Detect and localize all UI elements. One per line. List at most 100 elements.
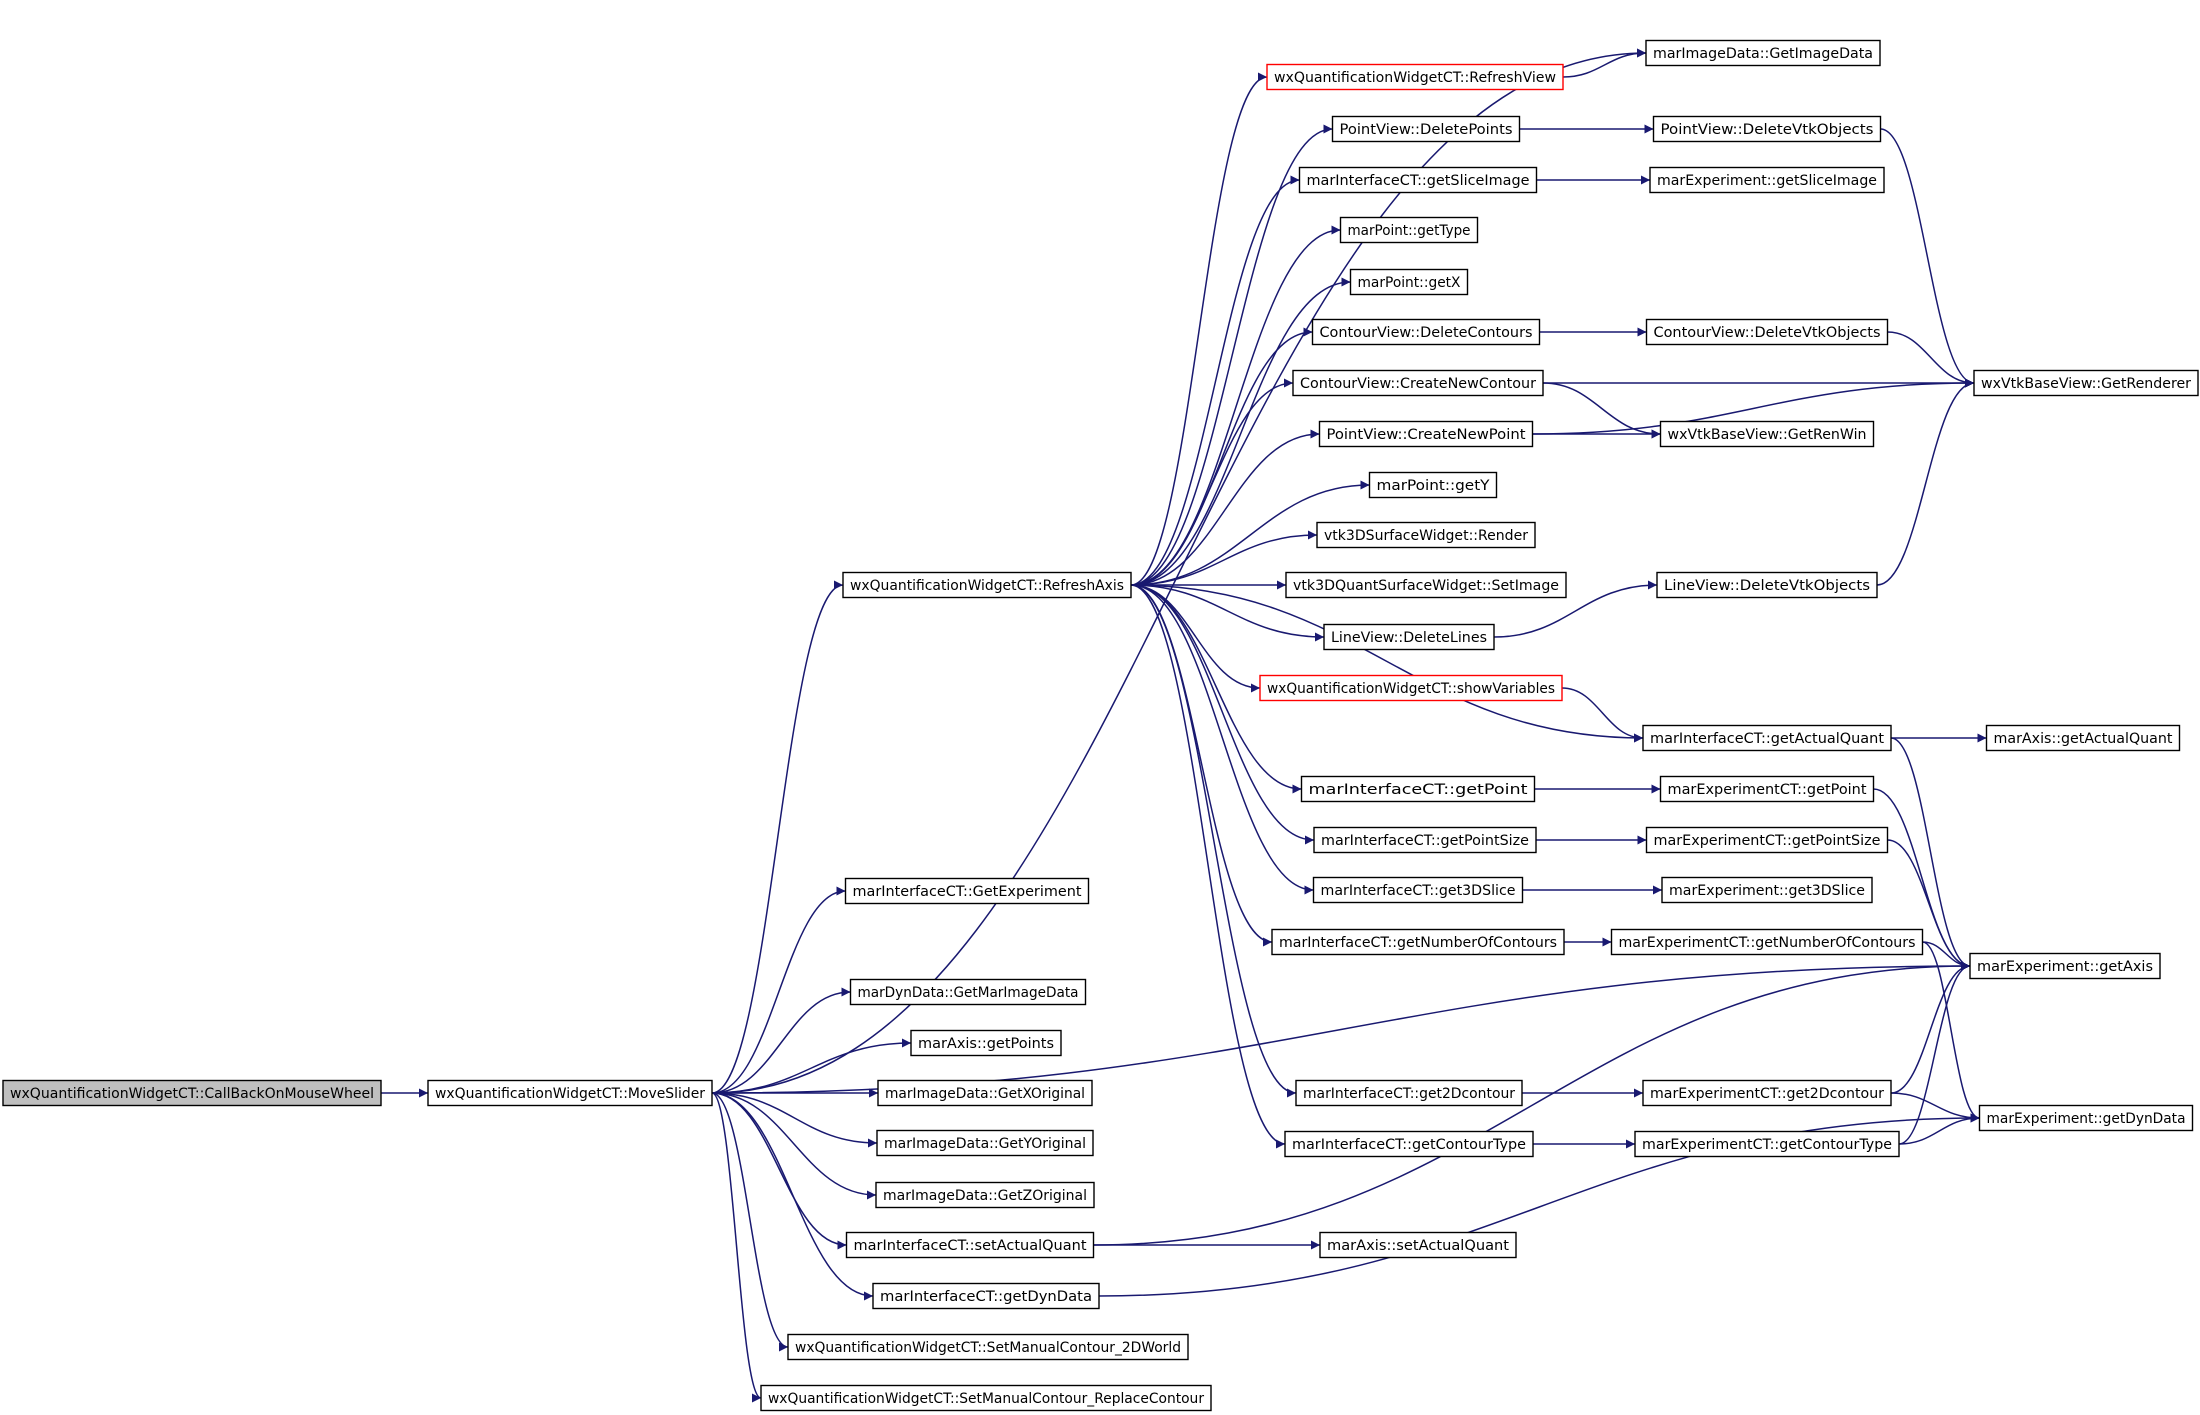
node-setmanual2dworld[interactable]: wxQuantificationWidgetCT::SetManualConto… [787,1333,1189,1361]
node-ic_get2dcontour[interactable]: marInterfaceCT::get2Dcontour [1295,1079,1523,1107]
node-ma_setactualquant[interactable]: marAxis::setActualQuant [1319,1231,1517,1259]
node-mp_gety[interactable]: marPoint::getY [1368,471,1498,499]
edge-moveslider-to-mid_getzoriginal [711,1092,877,1200]
node-box [1284,1130,1534,1158]
node-ic_getdyndata[interactable]: marInterfaceCT::getDynData [872,1282,1100,1310]
node-box [1271,928,1565,956]
node-mdd_getmarimagedata[interactable]: marDynData::GetMarImageData [849,978,1087,1006]
node-pv_deletevtk[interactable]: PointView::DeleteVtkObjects [1652,115,1882,143]
edge-showvariables-to-ic_getactualquant [1561,687,1644,743]
node-label: marPoint::getY [1377,478,1490,494]
node-box [1259,674,1563,702]
node-getrenwin[interactable]: wxVtkBaseView::GetRenWin [1659,420,1875,448]
node-lv_deletelines[interactable]: LineView::DeleteLines [1323,623,1495,651]
node-label: marImageData::GetXOriginal [885,1086,1085,1102]
node-label: marAxis::getActualQuant [1994,731,2173,747]
node-ma_getpoints[interactable]: marAxis::getPoints [910,1029,1062,1057]
node-ic_getsliceimage[interactable]: marInterfaceCT::getSliceImage [1298,166,1538,194]
node-ma_getactualquant[interactable]: marAxis::getActualQuant [1985,724,2181,752]
node-mp_gettype[interactable]: marPoint::getType [1339,216,1479,244]
node-label: marPoint::getX [1358,275,1461,291]
edge-pv_deletevtk-to-getrenderer [1880,128,1975,388]
edge-refreshaxis-to-refreshview [1130,72,1268,586]
node-lv_deletevtk[interactable]: LineView::DeleteVtkObjects [1656,571,1878,599]
node-box [1292,369,1544,397]
edge-moveslider-to-mid_getyoriginal [711,1092,878,1148]
edge-refreshaxis-to-ic_get2dcontour [1130,584,1297,1098]
node-label: vtk3DSurfaceWidget::Render [1324,528,1528,544]
node-showvariables[interactable]: wxQuantificationWidgetCT::showVariables [1259,674,1563,702]
node-me_getdyndata[interactable]: marExperiment::getDynData [1978,1104,2194,1132]
node-refreshview[interactable]: wxQuantificationWidgetCT::RefreshView [1266,63,1564,91]
node-label: wxQuantificationWidgetCT::SetManualConto… [768,1391,1204,1407]
edge-moveslider-to-setmanualreplace [711,1092,762,1403]
edge-refreshaxis-to-mp_getx [1130,277,1351,586]
node-box [1656,571,1878,599]
edge-ic_setactualquant-to-me_getaxis [1093,961,1971,1246]
node-label: wxQuantificationWidgetCT::MoveSlider [435,1086,705,1102]
node-label: ContourView::DeleteContours [1320,325,1533,341]
edge-mect_getnumcontours-to-me_getdyndata [1922,941,1980,1123]
node-vtk3dq_setimage[interactable]: vtk3DQuantSurfaceWidget::SetImage [1285,571,1567,599]
node-box [1311,318,1541,346]
node-me_getaxis[interactable]: marExperiment::getAxis [1969,952,2161,980]
node-ic_getactualquant[interactable]: marInterfaceCT::getActualQuant [1642,724,1892,752]
node-box [876,1129,1094,1157]
node-ic_getcontourtype[interactable]: marInterfaceCT::getContourType [1284,1130,1534,1158]
node-mid_getxoriginal[interactable]: marImageData::GetXOriginal [877,1079,1093,1107]
node-ic_get3dslice[interactable]: marInterfaceCT::get3DSlice [1312,876,1524,904]
node-label: PointView::CreateNewPoint [1327,427,1526,443]
node-label: PointView::DeletePoints [1340,122,1513,138]
edge-refreshaxis-to-vtk3d_render [1130,530,1318,586]
node-mid_getzoriginal[interactable]: marImageData::GetZOriginal [875,1181,1095,1209]
node-mect_get2dcontour[interactable]: marExperimentCT::get2Dcontour [1642,1079,1892,1107]
node-vtk3d_render[interactable]: vtk3DSurfaceWidget::Render [1316,521,1536,549]
node-cv_createnew[interactable]: ContourView::CreateNewContour [1292,369,1544,397]
node-box [844,877,1090,905]
edge-refreshaxis-to-ic_getpointsize [1130,584,1315,845]
node-ic_getpoint[interactable]: marInterfaceCT::getPoint [1300,775,1536,803]
node-getrenderer[interactable]: wxVtkBaseView::GetRenderer [1973,369,2199,397]
node-box [845,1231,1095,1259]
node-mid_getyoriginal[interactable]: marImageData::GetYOriginal [876,1129,1094,1157]
node-moveslider[interactable]: wxQuantificationWidgetCT::MoveSlider [427,1079,713,1107]
node-label: PointView::DeleteVtkObjects [1661,122,1874,138]
node-box [1649,166,1885,194]
node-mect_getpoint[interactable]: marExperimentCT::getPoint [1659,775,1875,803]
node-me_getsliceimage[interactable]: marExperiment::getSliceImage [1649,166,1885,194]
node-box [787,1333,1189,1361]
node-deletepoints[interactable]: PointView::DeletePoints [1331,115,1521,143]
node-label: marExperimentCT::getPointSize [1654,833,1881,849]
edge-lv_deletelines-to-lv_deletevtk [1493,580,1658,638]
edge-cv_createnew-to-getrenwin [1542,382,1661,439]
node-mect_getnumcontours[interactable]: marExperimentCT::getNumberOfContours [1610,928,1924,956]
node-ic_getexperiment[interactable]: marInterfaceCT::GetExperiment [844,877,1090,905]
edges-layer [381,48,1987,1403]
node-pv_createnew[interactable]: PointView::CreateNewPoint [1318,420,1534,448]
edge-refreshaxis-to-ic_getactualquant [1130,584,1644,743]
node-box [760,1384,1212,1412]
node-ic_getpointsize[interactable]: marInterfaceCT::getPointSize [1313,826,1537,854]
node-mect_getcontourtype[interactable]: marExperimentCT::getContourType [1634,1130,1900,1158]
node-label: marAxis::setActualQuant [1327,1238,1509,1254]
node-root[interactable]: wxQuantificationWidgetCT::CallBackOnMous… [2,1079,382,1107]
node-mp_getx[interactable]: marPoint::getX [1349,268,1469,296]
edge-mect_getcontourtype-to-me_getdyndata [1898,1113,1980,1145]
node-label: marInterfaceCT::getPointSize [1321,833,1529,849]
node-me_get3dslice[interactable]: marExperiment::get3DSlice [1661,876,1873,904]
node-mect_getpointsize[interactable]: marExperimentCT::getPointSize [1645,826,1889,854]
edge-moveslider-to-ic_setactualquant [711,1092,847,1250]
node-box [1349,268,1469,296]
node-box [1312,876,1524,904]
node-setmanualreplace[interactable]: wxQuantificationWidgetCT::SetManualConto… [760,1384,1212,1412]
node-ic_getnumcontours[interactable]: marInterfaceCT::getNumberOfContours [1271,928,1565,956]
node-cv_deletevtk[interactable]: ContourView::DeleteVtkObjects [1645,318,1889,346]
node-ic_setactualquant[interactable]: marInterfaceCT::setActualQuant [845,1231,1095,1259]
node-cv_deletecontours[interactable]: ContourView::DeleteContours [1311,318,1541,346]
edge-moveslider-to-setmanual2dworld [711,1092,789,1352]
node-getimagedata[interactable]: marImageData::GetImageData [1645,39,1881,67]
node-refreshaxis[interactable]: wxQuantificationWidgetCT::RefreshAxis [842,571,1132,599]
node-box [1652,115,1882,143]
node-label: marInterfaceCT::get2Dcontour [1303,1086,1515,1102]
node-label: marImageData::GetYOriginal [884,1136,1086,1152]
